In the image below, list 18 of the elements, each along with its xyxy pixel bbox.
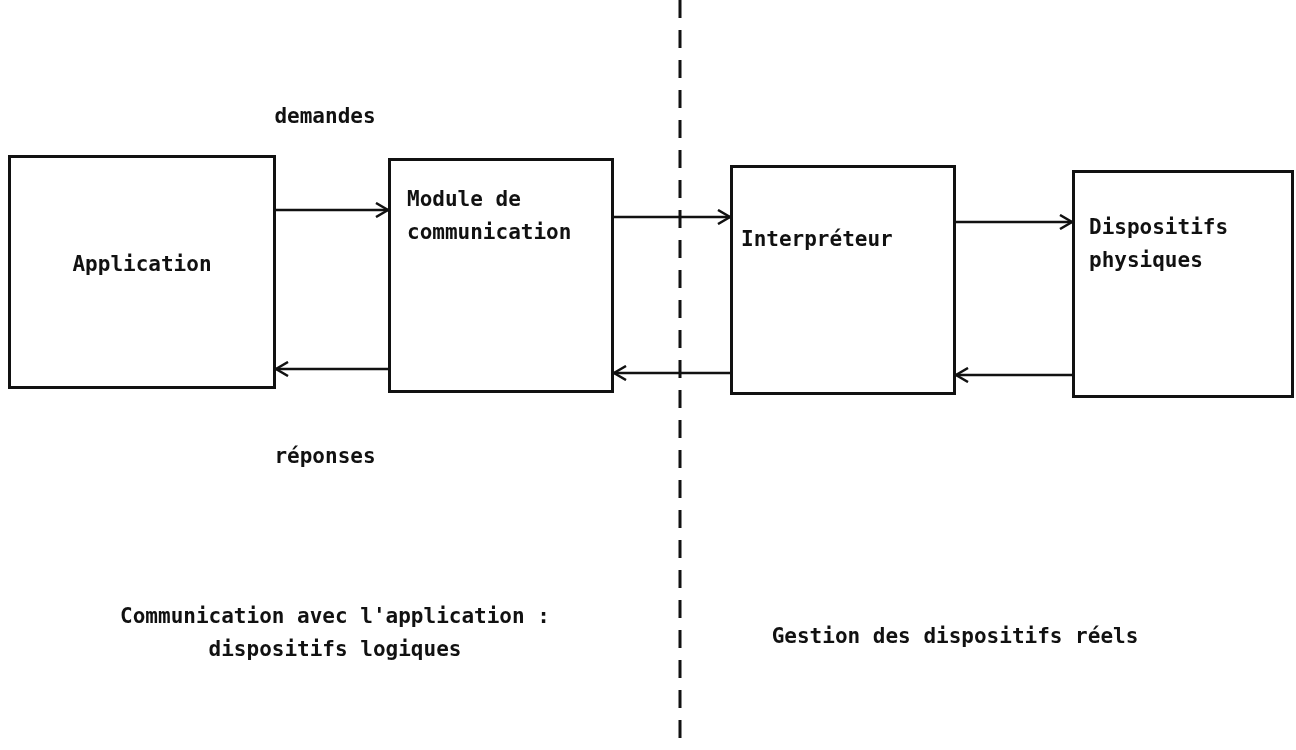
annotation-text: Gestion des dispositifs réels xyxy=(770,623,1140,650)
arrow xyxy=(614,208,732,226)
arrow xyxy=(954,366,1072,384)
box-label: Module de communication xyxy=(407,186,573,246)
process-box xyxy=(8,155,276,389)
process-box xyxy=(1072,170,1294,398)
process-box xyxy=(730,165,956,395)
box-label: Application xyxy=(71,251,213,278)
annotation-text: demandes xyxy=(273,103,377,130)
annotation-text: Communication avec l'application : dispositifs logiques xyxy=(119,603,551,663)
arrow xyxy=(612,364,730,382)
arrow xyxy=(956,213,1074,231)
arrow xyxy=(274,360,388,378)
process-box xyxy=(388,158,614,393)
annotation-text: réponses xyxy=(273,443,377,470)
box-label: Interpréteur xyxy=(741,226,894,253)
box-label: Dispositifs physiques xyxy=(1089,214,1230,274)
arrow xyxy=(276,201,390,219)
